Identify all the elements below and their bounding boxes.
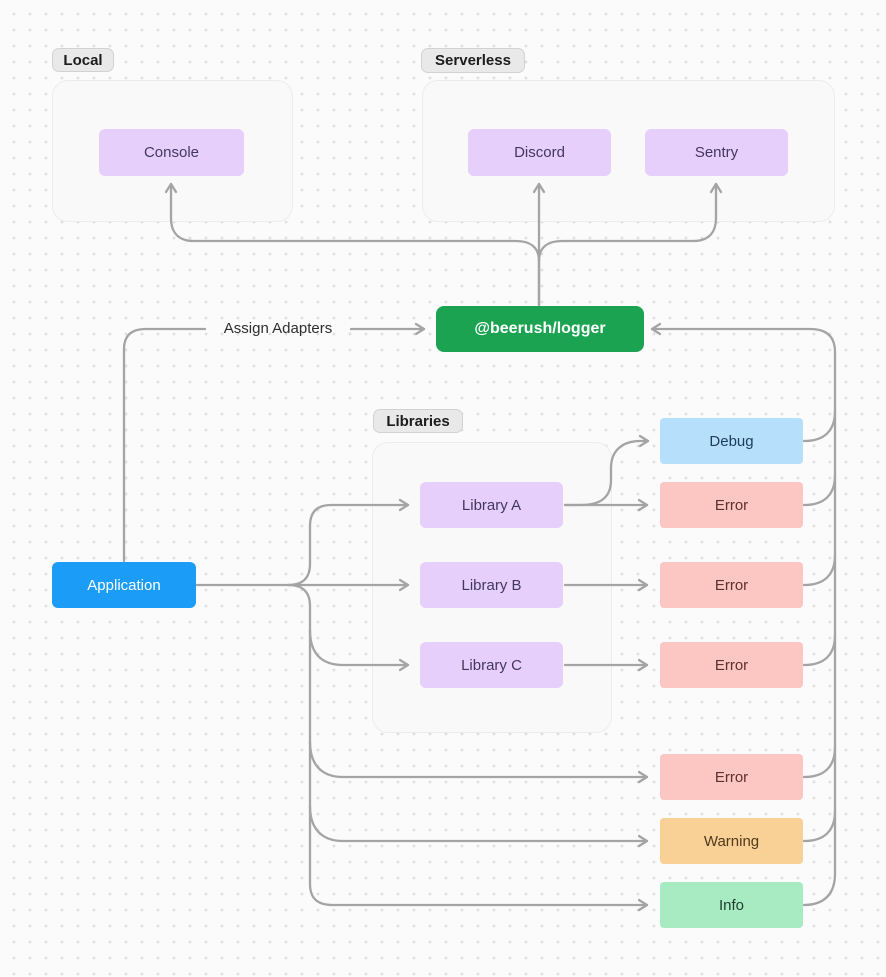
edge-debug-collector (802, 409, 837, 443)
group-label-serverless: Serverless (421, 48, 525, 73)
node-info[interactable]: Info (660, 882, 803, 928)
group-label-libraries: Libraries (373, 409, 463, 433)
node-library-a[interactable]: Library A (420, 482, 563, 528)
edge-application-assign (122, 327, 207, 563)
node-error-1[interactable]: Error (660, 482, 803, 528)
node-logger[interactable]: @beerush/logger (436, 306, 644, 352)
edge-label-assign-adapters: Assign Adapters (223, 320, 333, 337)
node-error-4[interactable]: Error (660, 754, 803, 800)
group-label-local: Local (52, 48, 114, 72)
node-discord[interactable]: Discord (468, 129, 611, 176)
edge-error-3-collector (802, 633, 837, 667)
edge-error-4-collector (802, 745, 837, 779)
group-label-serverless-text: Serverless (435, 52, 511, 69)
node-library-b[interactable]: Library B (420, 562, 563, 608)
group-label-local-text: Local (63, 51, 103, 69)
group-label-libraries-text: Libraries (386, 412, 450, 430)
node-application[interactable]: Application (52, 562, 196, 608)
node-sentry[interactable]: Sentry (645, 129, 788, 176)
edge-warning-collector (802, 809, 837, 843)
node-error-2[interactable]: Error (660, 562, 803, 608)
node-debug[interactable]: Debug (660, 418, 803, 464)
node-console[interactable]: Console (99, 129, 244, 176)
node-warning[interactable]: Warning (660, 818, 803, 864)
edge-error-1-collector (802, 473, 837, 507)
edge-error-2-collector (802, 553, 837, 587)
node-library-c[interactable]: Library C (420, 642, 563, 688)
node-error-3[interactable]: Error (660, 642, 803, 688)
edge-application-error-4 (308, 740, 649, 784)
edge-application-warning (308, 804, 649, 848)
